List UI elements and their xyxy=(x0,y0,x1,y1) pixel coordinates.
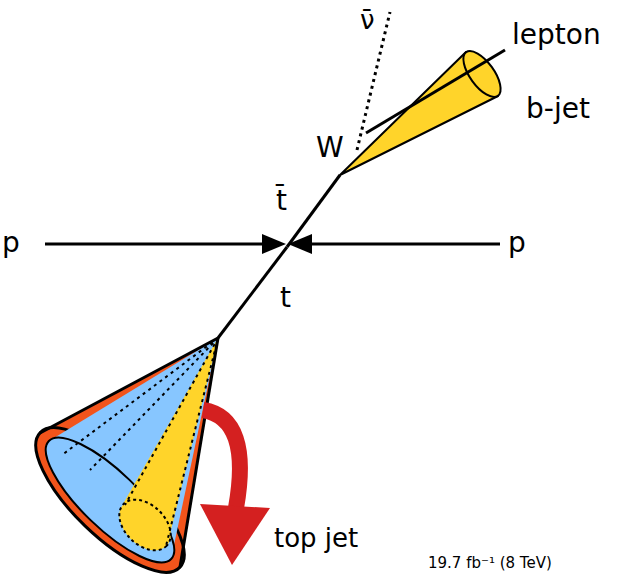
top-jet-cone xyxy=(40,338,218,567)
proton-beam xyxy=(306,243,500,246)
particle-label: W xyxy=(316,133,344,164)
top-jet-edge xyxy=(40,338,218,433)
top-line xyxy=(218,247,287,338)
particle-label: p xyxy=(508,228,526,259)
top-jet-edge xyxy=(180,338,218,567)
proton-beam xyxy=(45,243,268,246)
luminosity-note: 19.7 fb⁻¹ (8 TeV) xyxy=(428,555,552,572)
beam-arrowhead xyxy=(288,234,312,254)
particle-label: t̄ xyxy=(276,186,287,217)
particle-label: top jet xyxy=(274,524,358,553)
particle-label: b-jet xyxy=(526,94,590,125)
particle-label: lepton xyxy=(512,20,601,51)
antitop-line xyxy=(287,175,340,247)
b-subjet-cone-base xyxy=(110,490,181,560)
particle-label: p xyxy=(2,228,20,259)
particle-label: ν̄ xyxy=(360,6,375,35)
curved-arrow xyxy=(203,410,240,508)
curved-arrowhead xyxy=(200,504,270,565)
subjet-edge xyxy=(62,338,218,455)
lepton-line xyxy=(366,50,505,133)
particle-label: t xyxy=(280,283,291,314)
